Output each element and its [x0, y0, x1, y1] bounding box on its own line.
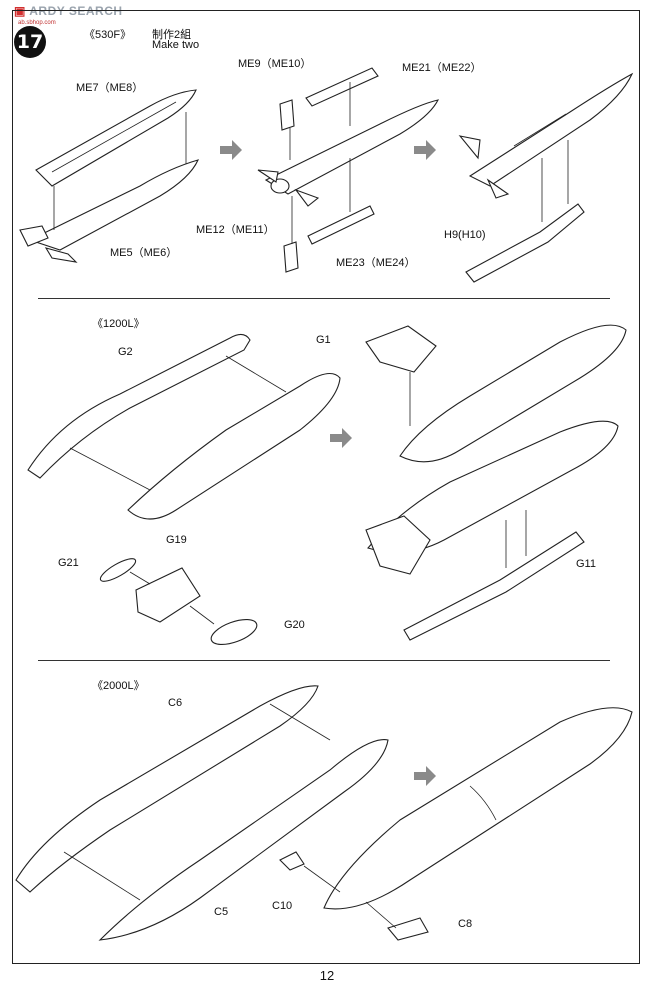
part-label-c10: C10: [272, 900, 293, 912]
part-label-g20: G20: [284, 619, 305, 631]
drawing-1200l-step-a: [27, 333, 341, 520]
part-missile-body: [264, 99, 440, 195]
section-divider-2: [38, 660, 610, 661]
part-me9-panel: [279, 99, 295, 131]
drawing-1200l-g19: [99, 558, 258, 646]
part-1200l-tank-assembled: [399, 324, 627, 463]
part-me23-panel: [307, 205, 375, 245]
drawing-530f-step-b: [257, 67, 440, 273]
part-label-me9: ME9（ME10）: [238, 58, 312, 70]
part-label-me12: ME12（ME11）: [196, 224, 275, 236]
part-c5-lower-half: [98, 739, 389, 941]
part-me7-upper-half: [35, 89, 197, 187]
part-label-me21: ME21（ME22）: [402, 62, 482, 74]
part-label-c5: C5: [214, 906, 229, 918]
part-missile-nozzle: [270, 178, 290, 194]
drawing-530f-step-a: [19, 89, 199, 263]
part-missile-assembled: [468, 72, 634, 187]
part-h9-pylon: [465, 203, 585, 283]
part-me5-fin-lower: [44, 247, 78, 263]
part-me5-lower-half: [28, 159, 199, 251]
page-frame: [12, 10, 640, 964]
part-me5-fin: [19, 225, 49, 247]
part-me12-panel: [283, 241, 299, 273]
part-missile-fin-c: [458, 135, 481, 160]
section-530f-title: 《530F》: [84, 29, 132, 41]
part-label-g11: G11: [576, 558, 596, 570]
watermark-site: ab.sbhop.com: [18, 20, 56, 26]
make-two-note-en: Make two: [152, 39, 200, 51]
page-number: 12: [319, 968, 335, 983]
part-label-h9: H9(H10): [444, 229, 486, 241]
part-missile-fin-d: [486, 178, 510, 199]
drawing-1200l-step-b: [365, 324, 627, 641]
arrow-right-icon: [414, 766, 436, 786]
part-label-me23: ME23（ME24）: [336, 257, 416, 269]
part-g21-ring: [99, 558, 137, 582]
part-label-g19: G19: [166, 534, 187, 546]
part-g19-intake: [135, 567, 201, 623]
watermark-logo-icon: ▣: [14, 4, 26, 18]
part-me21-panel: [305, 67, 379, 107]
section-1200l-title: 《1200L》: [92, 318, 145, 330]
arrow-right-icon: [220, 140, 242, 160]
make-two-note-cn: 制作2組: [152, 29, 192, 41]
part-g2-upper-half: [27, 333, 251, 479]
part-label-me5: ME5（ME6）: [110, 247, 178, 259]
part-g20-cover: [210, 618, 258, 646]
watermark-brand-left: ARDY: [29, 4, 66, 18]
drawing-2000l-step-b: [303, 707, 633, 941]
section-divider-1: [38, 298, 610, 299]
part-g19-mounted-lower: [365, 515, 431, 575]
part-c8-fairing: [387, 917, 429, 941]
part-missile-fin-a: [257, 169, 279, 183]
watermark: ▣ ARDY SEARCH: [14, 4, 123, 18]
drawing-530f-step-c: [458, 72, 634, 283]
part-missile-fin-b: [294, 188, 320, 207]
arrow-right-icon: [330, 428, 352, 448]
part-label-g2: G2: [118, 346, 133, 358]
part-label-g21: G21: [58, 557, 79, 569]
part-label-g1: G1: [316, 334, 331, 346]
section-2000l-title: 《2000L》: [92, 680, 145, 692]
step-number-badge: 17: [14, 26, 46, 58]
part-2000l-tank-assembled: [323, 707, 633, 910]
part-label-c8: C8: [458, 918, 473, 930]
drawing-2000l-step-a: [15, 685, 389, 941]
part-label-c6: C6: [168, 697, 183, 709]
part-g19-mounted: [365, 325, 437, 373]
arrow-right-icon: [414, 140, 436, 160]
part-c6-upper-half: [15, 685, 319, 893]
part-g1-tank-half: [127, 372, 341, 520]
watermark-brand-right: SEARCH: [68, 4, 123, 18]
part-c10-fairing: [279, 851, 305, 871]
part-g11-pylon: [403, 531, 585, 641]
part-label-me7: ME7（ME8）: [76, 82, 144, 94]
